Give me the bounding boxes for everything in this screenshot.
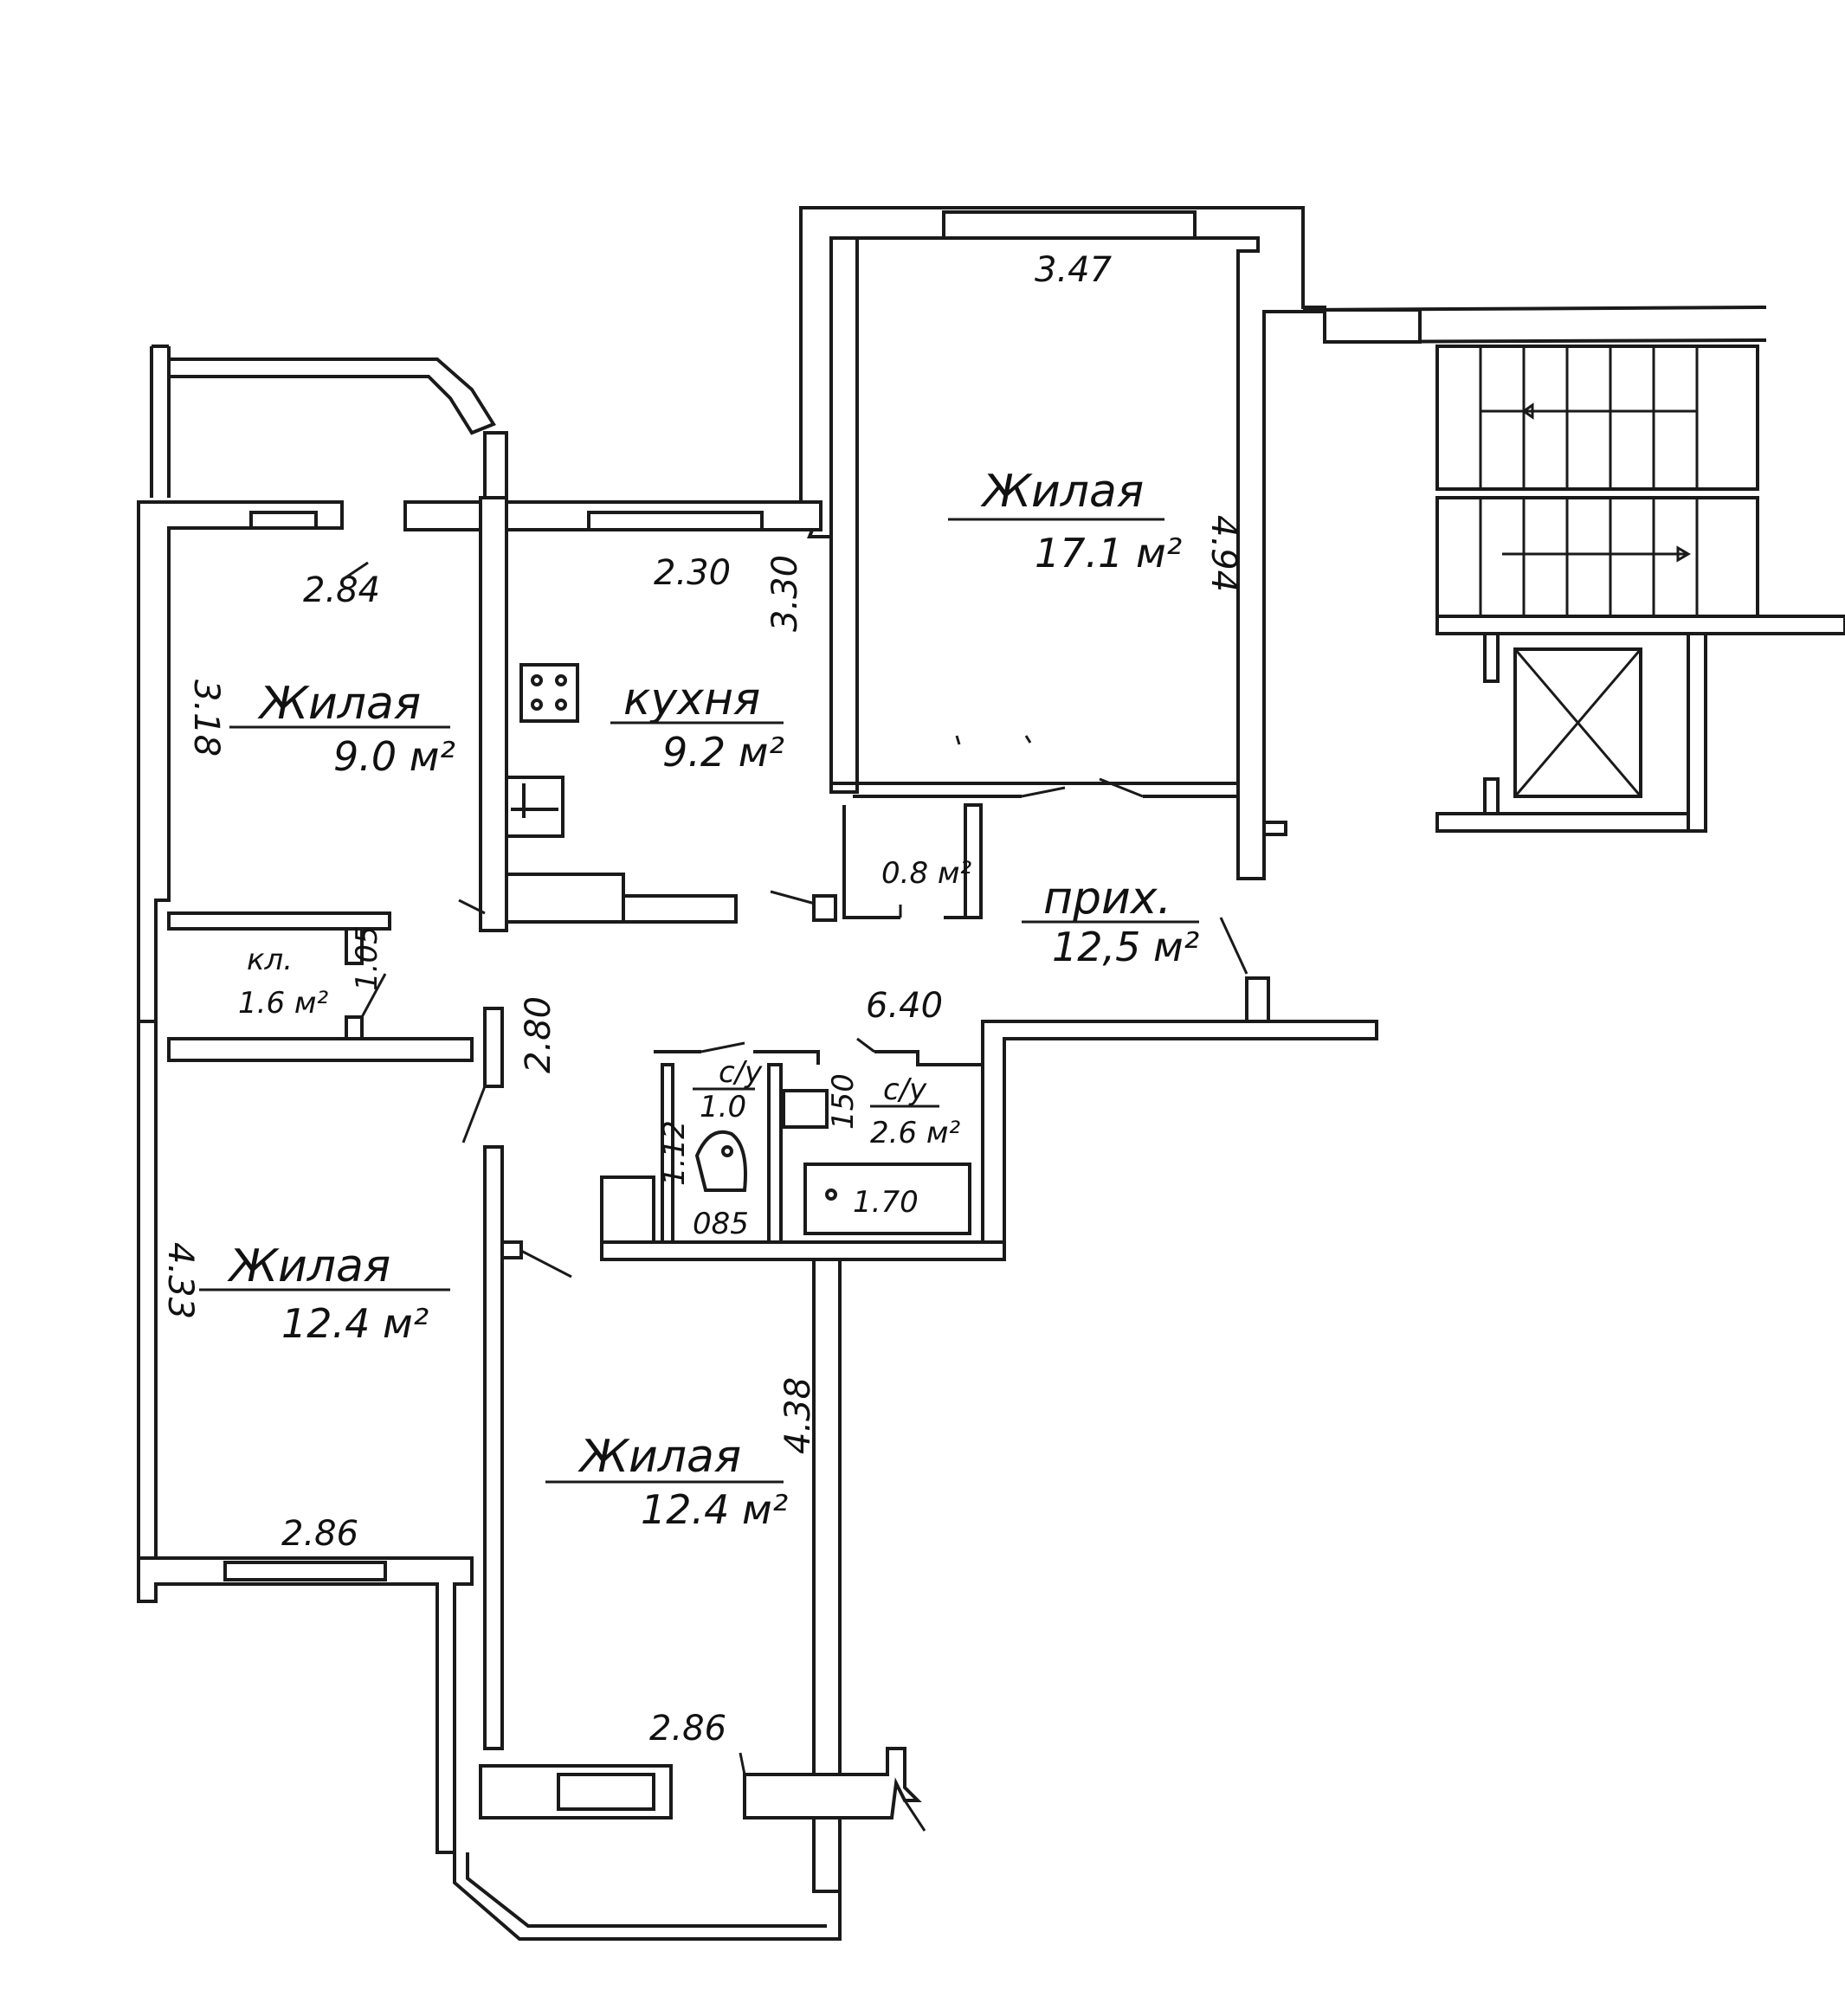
wall-living-bottom-left <box>137 1020 474 1854</box>
dimension-4-38: 4.38 <box>778 1377 818 1454</box>
dimension-4-33: 4.33 <box>160 1242 200 1319</box>
room-name-storage: кл. <box>247 943 293 977</box>
room-name-bath: с/у <box>883 1072 927 1107</box>
wall-living-left <box>137 345 823 1023</box>
room-area-living-top: 17.1 м² <box>1035 530 1182 576</box>
room-name-kitchen: кухня <box>623 673 760 725</box>
dimension-3-18: 3.18 <box>186 680 226 757</box>
room-area-closet: 0.8 м² <box>881 856 972 891</box>
dimension-6-40: 6.40 <box>866 986 943 1026</box>
kitchen-fixtures <box>505 663 837 924</box>
room-name-living-top: Жилая <box>980 466 1144 518</box>
dimension-2-80: 2.80 <box>519 996 558 1073</box>
dimension-3-30: 3.30 <box>765 555 805 632</box>
dimension-2-86-bottom: 2.86 <box>649 1709 726 1749</box>
dimension-085: 085 <box>693 1207 749 1241</box>
room-area-bath: 2.6 м² <box>870 1116 961 1150</box>
room-name-living-bottom-center: Жилая <box>577 1431 741 1483</box>
storage-walls <box>167 899 504 1143</box>
dimension-2-30: 2.30 <box>654 553 731 593</box>
bathroom-block <box>600 1037 1006 1261</box>
room-name-living-left: Жилая <box>257 678 421 730</box>
room-area-kitchen: 9.2 м² <box>662 729 784 776</box>
dimension-4-94: 4.94 <box>1203 515 1243 592</box>
room-name-living-bottom-left: Жилая <box>227 1240 390 1292</box>
room-area-living-bottom-center: 12.4 м² <box>641 1486 788 1533</box>
room-name-hall: прих. <box>1043 873 1171 924</box>
dimension-150: 150 <box>826 1073 861 1130</box>
room-area-living-bottom-left: 12.4 м² <box>281 1300 429 1347</box>
dimension-1-05: 1.05 <box>350 925 384 991</box>
wall-living-bottom-center <box>453 1145 926 1941</box>
room-area-wc: 1.0 <box>700 1090 746 1124</box>
room-area-living-left: 9.0 м² <box>333 733 455 780</box>
closet <box>842 803 983 919</box>
dimension-2-86-left: 2.86 <box>281 1514 358 1554</box>
room-name-wc: с/у <box>719 1055 763 1090</box>
dimension-2-84: 2.84 <box>303 570 380 610</box>
room-area-storage: 1.6 м² <box>238 986 329 1021</box>
room-area-hall: 12,5 м² <box>1052 924 1199 970</box>
stairwell <box>1302 306 1845 833</box>
dimension-1-12: 1.12 <box>657 1120 692 1186</box>
dimension-3-47: 3.47 <box>1035 250 1113 290</box>
dimension-1-70: 1.70 <box>853 1185 919 1220</box>
